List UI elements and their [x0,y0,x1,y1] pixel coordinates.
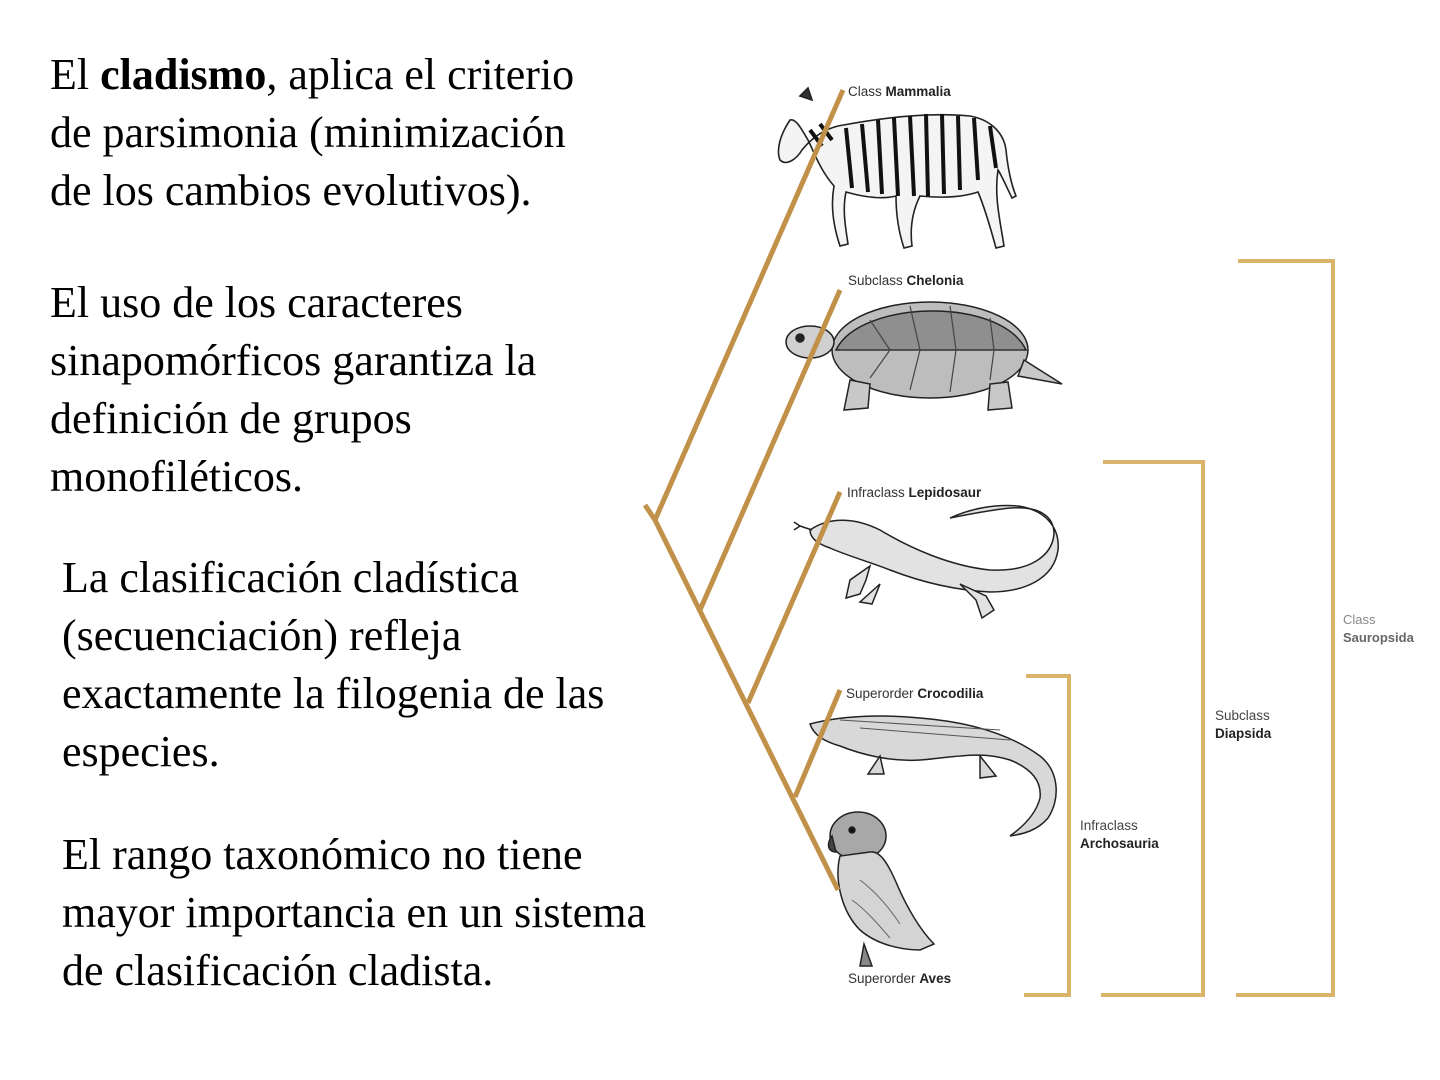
group-brackets [1024,259,1335,997]
group-rank: Subclass [1215,708,1270,723]
taxon-rank: Class [848,84,882,99]
text-line: El uso de los caracteres [50,278,463,327]
text-span: , aplica el criterio [266,50,575,99]
group-name: Sauropsida [1343,630,1414,645]
group-name: Diapsida [1215,726,1272,741]
taxon-label-lepidosaur: Infraclass Lepidosaur [847,484,981,502]
text-line: definición de grupos [50,394,412,443]
group-rank: Infraclass [1080,818,1138,833]
text-line: (secuenciación) refleja [62,611,462,660]
taxon-name: Crocodilia [917,686,984,701]
bracket-archosauria [1024,674,1071,997]
text-line: La clasificación cladística [62,553,519,602]
text-line: especies. [62,727,220,776]
paragraph-cladismo: El cladismo, aplica el criterio de parsi… [50,46,574,220]
taxon-label-aves: Superorder Aves [848,970,951,988]
text-line: El cladismo, aplica el criterio [50,46,574,104]
group-name: Archosauria [1080,836,1159,851]
taxon-label-chelonia: Subclass Chelonia [848,272,964,290]
group-label-archosauria: Infraclass Archosauria [1080,817,1159,853]
crocodile-illustration [809,715,1057,837]
lizard-illustration [793,504,1059,620]
taxon-rank: Infraclass [847,485,905,500]
branch-crocodilia [792,689,843,798]
text-line: de parsimonia (minimización [50,108,566,157]
taxon-name: Mammalia [885,84,951,99]
taxon-name: Chelonia [906,273,964,288]
text-span: El [50,50,101,99]
taxon-label-crocodilia: Superorder Crocodilia [846,685,983,703]
taxon-label-mammalia: Class Mammalia [848,83,951,101]
text-line: mayor importancia en un sistema [62,888,647,937]
text-line: monofiléticos. [50,452,303,501]
taxon-name: Aves [919,971,952,986]
paragraph-rango-taxonomico: El rango taxonómico no tiene mayor impor… [62,826,646,1000]
group-label-diapsida: Subclass Diapsida [1215,707,1271,743]
group-label-sauropsida: Class Sauropsida [1343,611,1414,647]
branch-mammalia [652,88,846,522]
branch-chelonia [697,288,843,612]
bold-term-cladismo: cladismo [100,50,267,99]
branch-lepidosaur [745,491,843,704]
group-rank: Class [1343,612,1376,627]
turtle-illustration [785,301,1063,411]
zebra-illustration [777,86,1018,249]
paragraph-clasificacion-cladistica: La clasificación cladística (secuenciaci… [62,549,604,781]
taxon-name: Lepidosaur [908,485,982,500]
text-line: de clasificación cladista. [62,946,494,995]
text-line: sinapomórficos garantiza la [50,336,537,385]
text-line: El rango taxonómico no tiene [62,830,583,879]
bracket-sauropsida [1236,259,1335,997]
taxon-rank: Superorder [848,971,916,986]
taxon-rank: Subclass [848,273,903,288]
root-stub [642,503,658,522]
bracket-diapsida [1101,460,1205,997]
text-line: de los cambios evolutivos). [50,166,532,215]
parrot-illustration [827,811,936,967]
paragraph-sinapomorficos: El uso de los caracteres sinapomórficos … [50,274,536,506]
cladogram-branches [642,88,846,892]
text-line: exactamente la filogenia de las [62,669,605,718]
main-trunk [652,518,841,892]
taxon-rank: Superorder [846,686,914,701]
